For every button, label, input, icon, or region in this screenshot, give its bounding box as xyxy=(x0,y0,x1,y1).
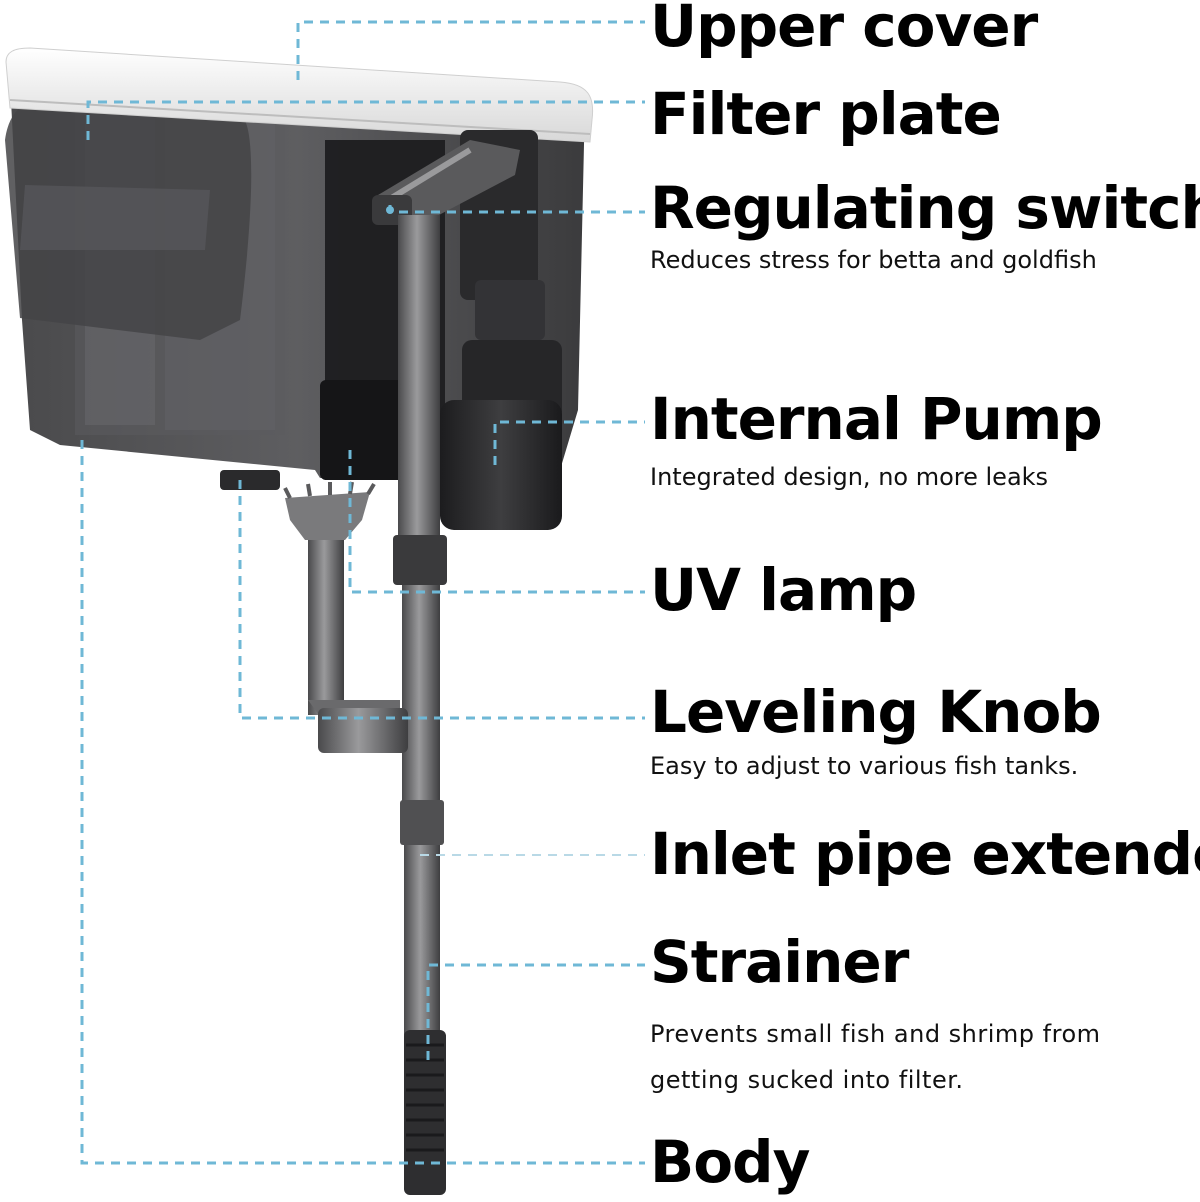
label-leveling-knob: Leveling Knob xyxy=(650,678,1102,746)
label-uv-lamp: UV lamp xyxy=(650,556,917,624)
strainer-shape xyxy=(404,1030,446,1195)
desc-leveling-knob: Easy to adjust to various fish tanks. xyxy=(650,752,1079,780)
desc-internal-pump: Integrated design, no more leaks xyxy=(650,463,1049,491)
leader-markers xyxy=(386,206,394,214)
label-filter-plate: Filter plate xyxy=(650,80,1002,148)
label-upper-cover: Upper cover xyxy=(650,0,1038,60)
label-internal-pump: Internal Pump xyxy=(650,385,1103,453)
leader-strainer xyxy=(426,963,645,1060)
leveling-knob-shape xyxy=(283,481,408,753)
inlet-pipe-shape xyxy=(393,215,447,1035)
label-regulating-switch: Regulating switch xyxy=(650,174,1200,242)
desc-regulating-switch: Reduces stress for betta and goldfish xyxy=(650,246,1097,274)
upper-cover-shape xyxy=(5,47,594,143)
label-strainer: Strainer xyxy=(650,928,909,996)
desc-strainer-line2: getting sucked into filter. xyxy=(650,1066,964,1094)
label-body: Body xyxy=(650,1128,810,1196)
label-inlet-pipe: Inlet pipe extended xyxy=(650,820,1200,888)
leader-uv-lamp xyxy=(348,450,645,594)
desc-strainer-line1: Prevents small fish and shrimp from xyxy=(650,1020,1101,1048)
leader-upper-cover xyxy=(296,20,645,80)
leader-filter-plate xyxy=(86,100,645,140)
leader-body xyxy=(80,440,645,1165)
